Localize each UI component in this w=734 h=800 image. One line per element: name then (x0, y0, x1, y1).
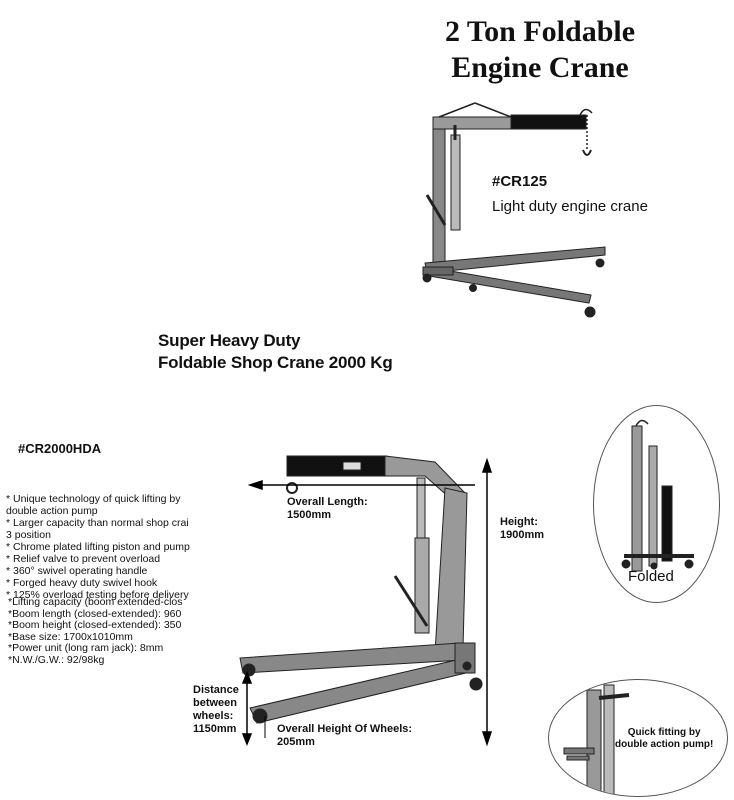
spec-item: *Lifting capacity (boom extended-clos (8, 597, 183, 608)
spec-item: *Boom height (closed-extended): 350 (8, 619, 182, 632)
product-title-line-2: Engine Crane (451, 51, 629, 84)
wheel-distance-callout: Distance between wheels: 1150mm (193, 684, 239, 736)
product-description: Light duty engine crane (492, 198, 648, 215)
product-code-cr2000hda: #CR2000HDA (18, 441, 102, 456)
section-heading: Super Heavy Duty Foldable Shop Crane 200… (158, 330, 393, 374)
spec-list: *Lifting capacity (boom extended-clos *B… (8, 597, 232, 667)
overall-length-callout: Overall Length: 1500mm (287, 496, 368, 522)
feature-item: * Relief valve to prevent overload (6, 553, 161, 565)
feature-item: double action pump (6, 505, 98, 517)
feature-item: * 360° swivel operating handle (6, 565, 148, 577)
heavy-duty-crane-illustration (239, 455, 493, 747)
wheel-distance-line-2: between (193, 697, 238, 709)
height-label: Height: (500, 516, 538, 528)
folded-inset (593, 405, 720, 603)
feature-item: * Unique technology of quick lifting by (6, 493, 181, 505)
wheel-distance-value: 1150mm (193, 723, 237, 735)
pump-inset (548, 679, 728, 797)
overall-length-label: Overall Length: (287, 496, 368, 508)
wheel-distance-line-3: wheels: (193, 710, 234, 722)
spec-item: *Base size: 1700x1010mm (8, 630, 133, 643)
wheel-height-value: 205mm (277, 736, 315, 748)
product-title: 2 Ton Foldable Engine Crane (395, 14, 685, 86)
wheel-distance-line-1: Distance (193, 684, 239, 696)
light-duty-crane-illustration (422, 102, 606, 318)
feature-item: * Larger capacity than normal shop crai (6, 517, 189, 529)
folded-label: Folded (628, 568, 674, 585)
section-heading-line-1: Super Heavy Duty (158, 331, 301, 350)
pump-callout: Quick fitting by double action pump! (615, 727, 713, 751)
height-value: 1900mm (500, 529, 545, 541)
spec-item: *Power unit (long ram jack): 8mm (8, 642, 164, 655)
overall-length-value: 1500mm (287, 509, 332, 521)
feature-item: * Chrome plated lifting piston and pump (6, 541, 190, 553)
height-callout: Height: 1900mm (500, 516, 544, 542)
pump-closeup-illustration (563, 684, 630, 796)
wheel-height-callout: Overall Height Of Wheels: 205mm (277, 723, 412, 749)
section-heading-line-2: Foldable Shop Crane 2000 Kg (158, 353, 393, 372)
product-code-cr125: #CR125 (492, 173, 548, 190)
spec-item: *N.W./G.W.: 92/98kg (8, 653, 105, 666)
feature-item: * 125% overload testing before delivery (6, 589, 189, 601)
pump-callout-line-2: double action pump! (615, 739, 714, 750)
spec-item: *Boom length (closed-extended): 960 (8, 607, 182, 620)
wheel-height-label: Overall Height Of Wheels: (277, 723, 413, 735)
product-title-line-1: 2 Ton Foldable (444, 15, 636, 48)
feature-item: 3 position (6, 529, 51, 541)
feature-list: * Unique technology of quick lifting by … (6, 493, 232, 601)
feature-item: * Forged heavy duty swivel hook (6, 577, 158, 589)
pump-callout-line-1: Quick fitting by (627, 727, 701, 738)
folded-crane-illustration (621, 419, 694, 572)
